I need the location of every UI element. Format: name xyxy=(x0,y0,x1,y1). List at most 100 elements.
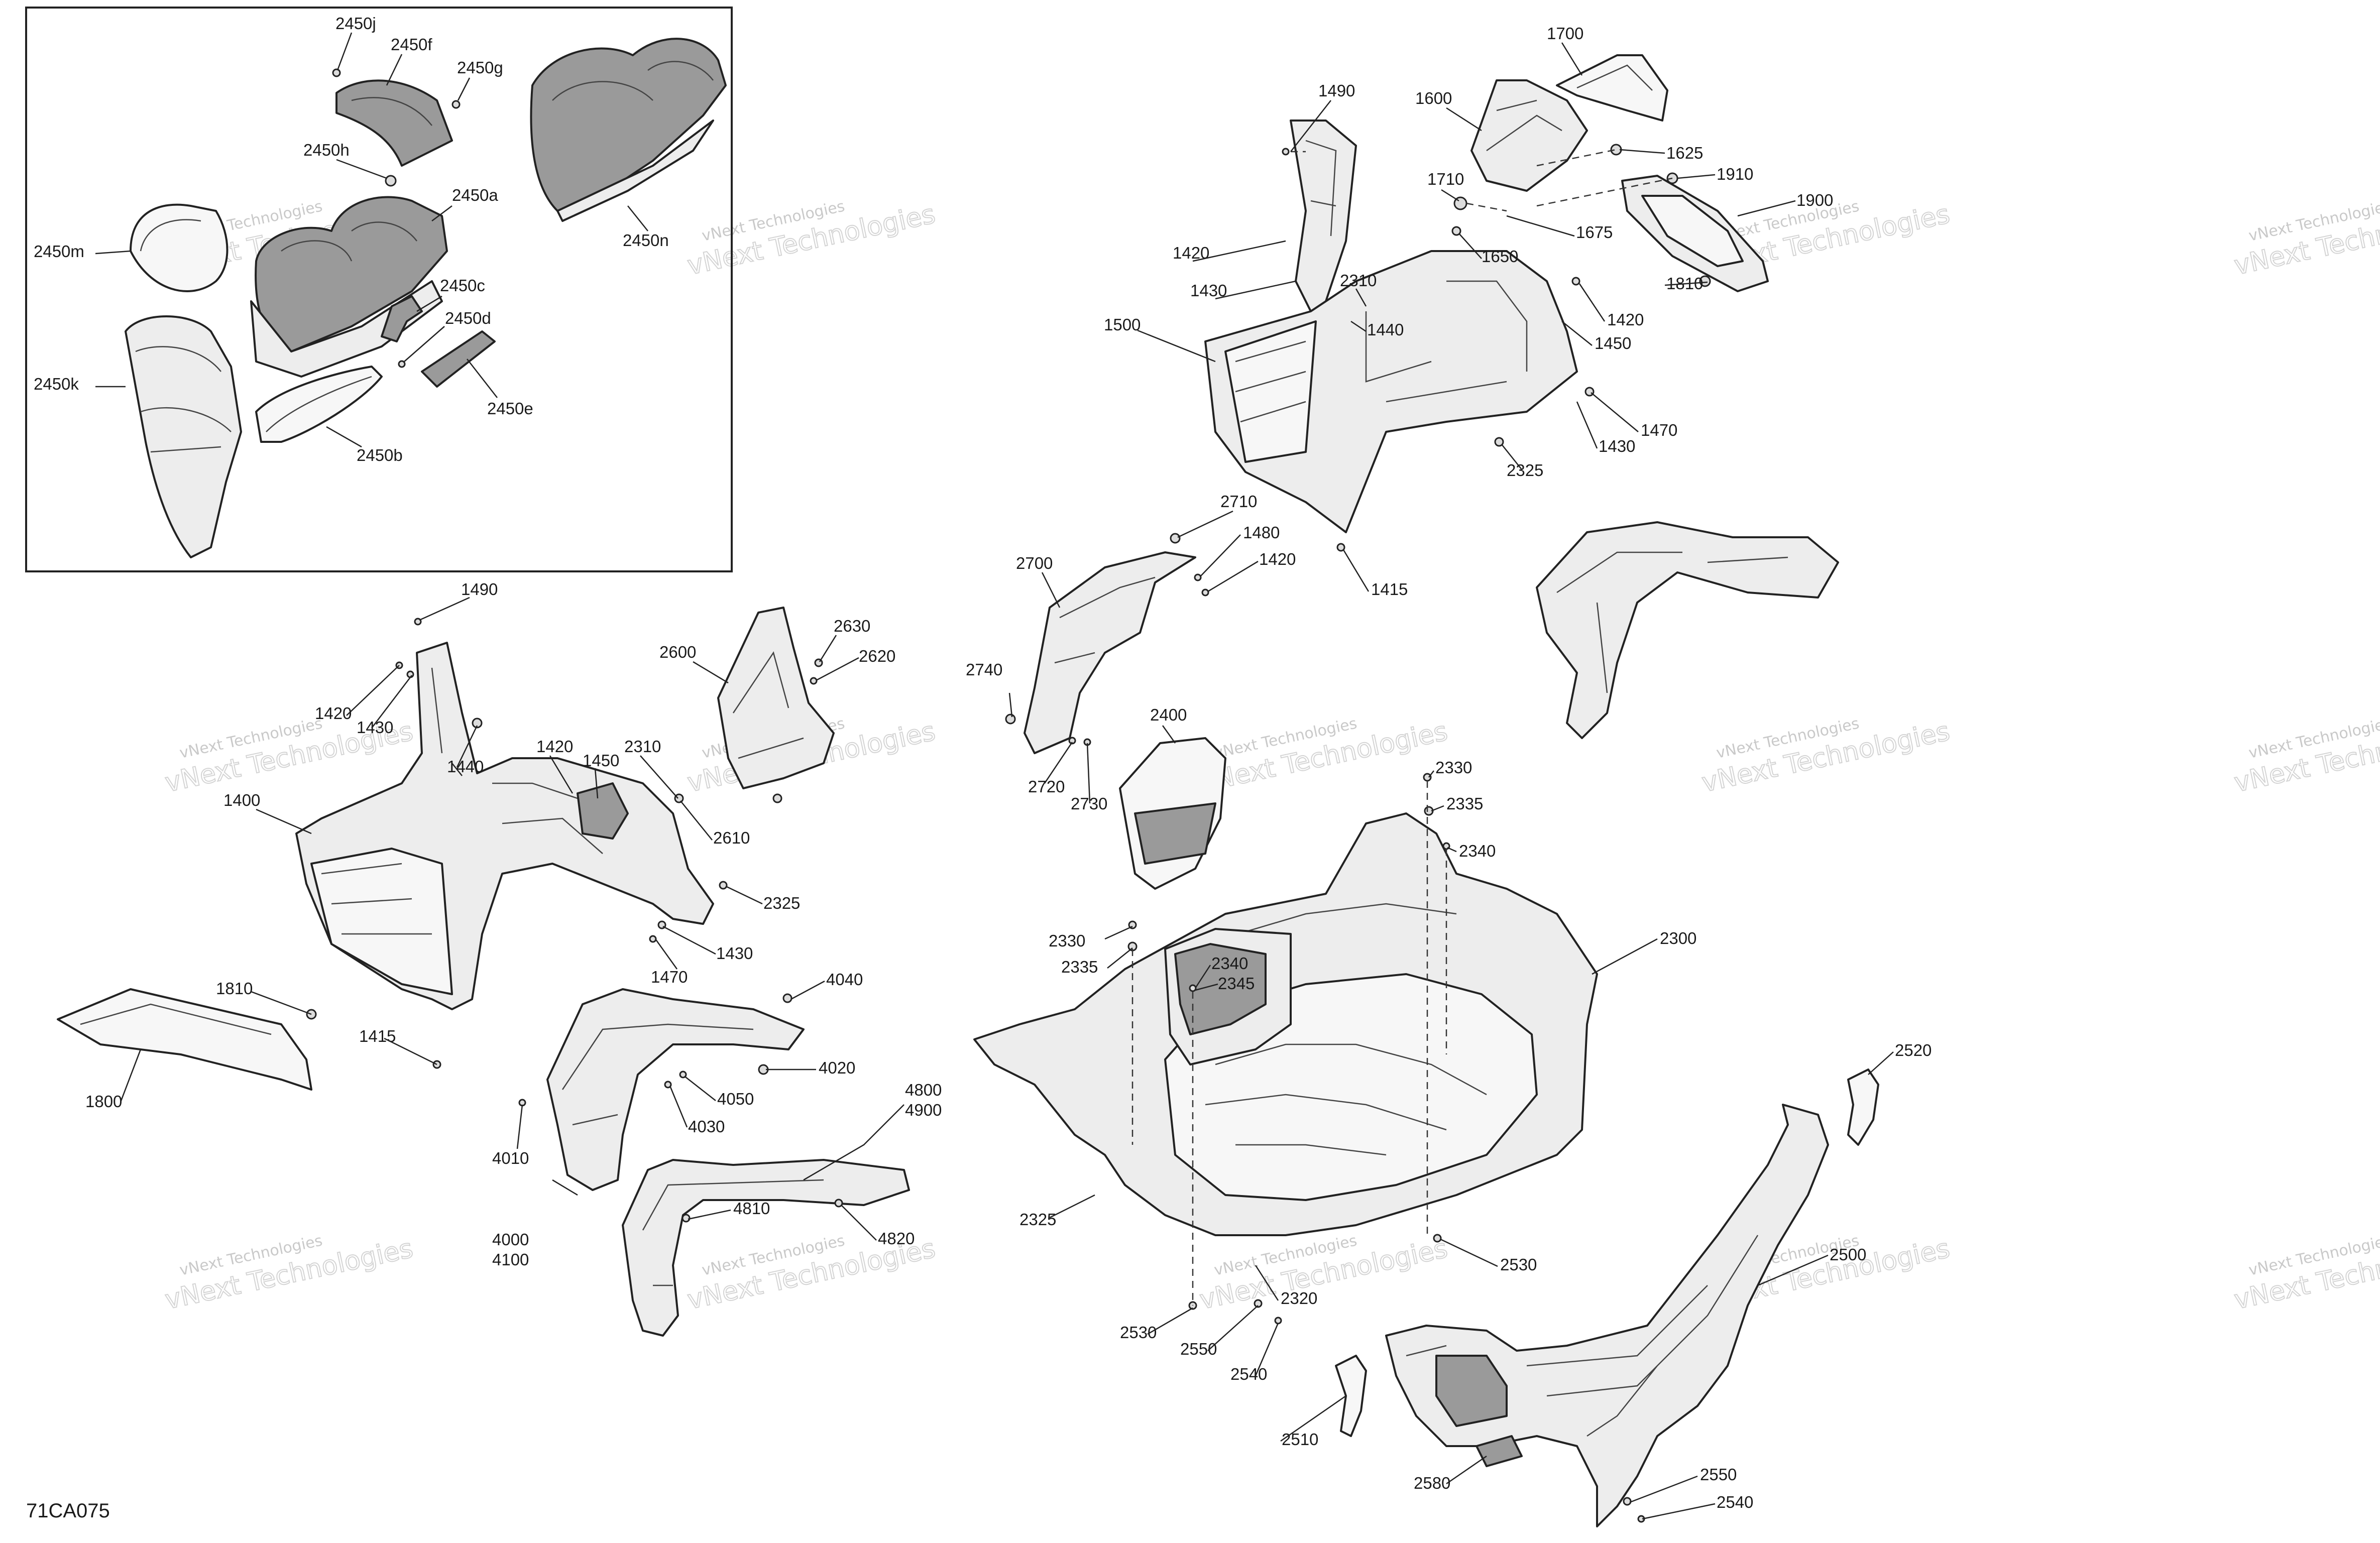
part-2520[interactable] xyxy=(1847,1069,1879,1146)
fastener-2450d[interactable] xyxy=(398,360,406,368)
fastener-1420[interactable] xyxy=(1571,277,1580,286)
callout-label: 1900 xyxy=(1796,191,1833,209)
callout-label: 1810 xyxy=(216,979,253,998)
fastener-1440-left[interactable] xyxy=(472,718,483,729)
callout-label: 2450j xyxy=(335,14,376,33)
callout-label: 2345 xyxy=(1218,974,1255,993)
part-4000[interactable] xyxy=(546,988,805,1191)
callout-label: 4810 xyxy=(733,1199,770,1218)
callout-label: 2450c xyxy=(440,276,485,295)
callout-label: 2710 xyxy=(1220,492,1257,511)
callout-label: 4030 xyxy=(688,1117,725,1136)
fastener-2325[interactable] xyxy=(1494,437,1504,447)
callout-label: 2450m xyxy=(34,242,84,261)
part-2500-bumper[interactable] xyxy=(1385,1104,1829,1527)
part-2510[interactable] xyxy=(1335,1355,1367,1437)
callout-label: 2335 xyxy=(1446,794,1483,813)
fastener-1480[interactable] xyxy=(1194,573,1202,581)
callout-label: 1500 xyxy=(1104,315,1141,334)
fastener-4050[interactable] xyxy=(679,1071,687,1079)
callout-label: 1420 xyxy=(1173,244,1209,262)
callout-label: 2330 xyxy=(1435,758,1472,777)
callout-label: 1430 xyxy=(357,718,393,737)
fastener-1420-mid[interactable] xyxy=(1201,588,1209,597)
callout-label: 1490 xyxy=(461,580,498,599)
fastener-2450j[interactable] xyxy=(332,68,341,77)
part-2450e[interactable] xyxy=(421,330,496,388)
fastener-2620[interactable] xyxy=(810,677,818,685)
part-2450c[interactable] xyxy=(381,295,423,342)
callout-label: 2450f xyxy=(391,35,432,54)
fastener-2330[interactable] xyxy=(1423,773,1432,782)
callout-label: 2325 xyxy=(763,894,800,912)
callout-label: 1800 xyxy=(85,1092,122,1111)
fastener-1650[interactable] xyxy=(1451,226,1461,236)
fastener-2325-left[interactable] xyxy=(719,881,728,890)
fastener-2720[interactable] xyxy=(1068,737,1076,745)
part-1450[interactable] xyxy=(577,782,629,840)
fastener-2550[interactable] xyxy=(1254,1299,1263,1308)
assembly-rear-bumper xyxy=(1335,1069,1879,1527)
part-2450f[interactable] xyxy=(335,79,453,167)
callout-label: 2340 xyxy=(1459,842,1496,860)
fastener-1470-left[interactable] xyxy=(649,935,657,943)
callout-label: 2610 xyxy=(713,828,750,847)
fastener-2530[interactable] xyxy=(1433,1234,1442,1243)
fastener-1415[interactable] xyxy=(1336,543,1345,552)
watermark: vNext Technologies vNext Technologies xyxy=(685,197,939,281)
fastener-4040[interactable] xyxy=(782,993,792,1003)
callout-label: 1450 xyxy=(1595,334,1631,352)
callout-label: 1420 xyxy=(536,737,573,756)
callout-label: 2520 xyxy=(1895,1041,1932,1059)
callout-label: 1450 xyxy=(583,751,619,770)
callout-label: 1480 xyxy=(1243,523,1280,542)
watermark: vNext Technologies vNext Technologies xyxy=(1197,715,1451,798)
callout-label: 1470 xyxy=(651,968,688,986)
part-2450m[interactable] xyxy=(130,203,229,292)
callout-label: 1420 xyxy=(315,704,352,723)
callout-label: 2330 xyxy=(1049,931,1085,950)
callout-label: 2530 xyxy=(1500,1255,1537,1274)
callout-label: 1710 xyxy=(1427,170,1464,188)
part-2340[interactable] xyxy=(1174,943,1267,1035)
fastener-4820[interactable] xyxy=(834,1199,843,1208)
fastener-1810[interactable] xyxy=(1699,275,1711,287)
callout-label: 2325 xyxy=(1507,461,1543,480)
part-4800[interactable] xyxy=(622,1159,910,1337)
callout-label: 2400 xyxy=(1150,705,1187,724)
callout-label: 1420 xyxy=(1607,310,1644,329)
part-right-fender[interactable] xyxy=(1536,521,1839,739)
callout-label: 2630 xyxy=(834,617,870,635)
part-1600[interactable] xyxy=(1470,79,1588,192)
fastener-4810[interactable] xyxy=(682,1214,691,1223)
fastener-2550-bumper[interactable] xyxy=(1623,1497,1632,1506)
fastener-2740[interactable] xyxy=(1005,714,1016,725)
diagram-code: 71CA075 xyxy=(26,1500,110,1522)
part-1800[interactable] xyxy=(57,988,312,1091)
part-2450b[interactable] xyxy=(255,366,383,443)
callout-label: 1400 xyxy=(223,791,260,809)
fastener-2540[interactable] xyxy=(1274,1317,1282,1325)
watermark: vNext Technologies vNext Technologies xyxy=(162,715,416,798)
part-2580[interactable] xyxy=(1476,1435,1523,1467)
callout-label: 2320 xyxy=(1281,1289,1317,1308)
part-2600[interactable] xyxy=(717,607,835,789)
part-1500-panel[interactable] xyxy=(1204,250,1578,533)
callout-label: 2580 xyxy=(1414,1474,1450,1492)
fastener-4030[interactable] xyxy=(664,1081,672,1089)
fastener-2450g[interactable] xyxy=(451,100,461,109)
assembly-mid-panels xyxy=(1005,533,1226,890)
watermark: vNext Technologies vNext Technologies xyxy=(2231,715,2380,798)
fastener-2450h[interactable] xyxy=(385,175,397,187)
callout-label: 4010 xyxy=(492,1149,529,1167)
fastener-2610[interactable] xyxy=(772,793,782,803)
part-2700[interactable] xyxy=(1024,551,1196,754)
callout-label: 2450d xyxy=(445,309,491,327)
part-1700[interactable] xyxy=(1556,54,1668,122)
fastener-2710[interactable] xyxy=(1170,533,1181,544)
part-2450k[interactable] xyxy=(125,315,242,558)
part-2450n[interactable] xyxy=(530,38,727,212)
fastener-1490[interactable] xyxy=(1282,148,1290,156)
fastener-2345[interactable] xyxy=(1189,984,1197,992)
callouts: 1490 1600 1700 1625 1710 1910 1900 1420 … xyxy=(85,24,1932,1511)
